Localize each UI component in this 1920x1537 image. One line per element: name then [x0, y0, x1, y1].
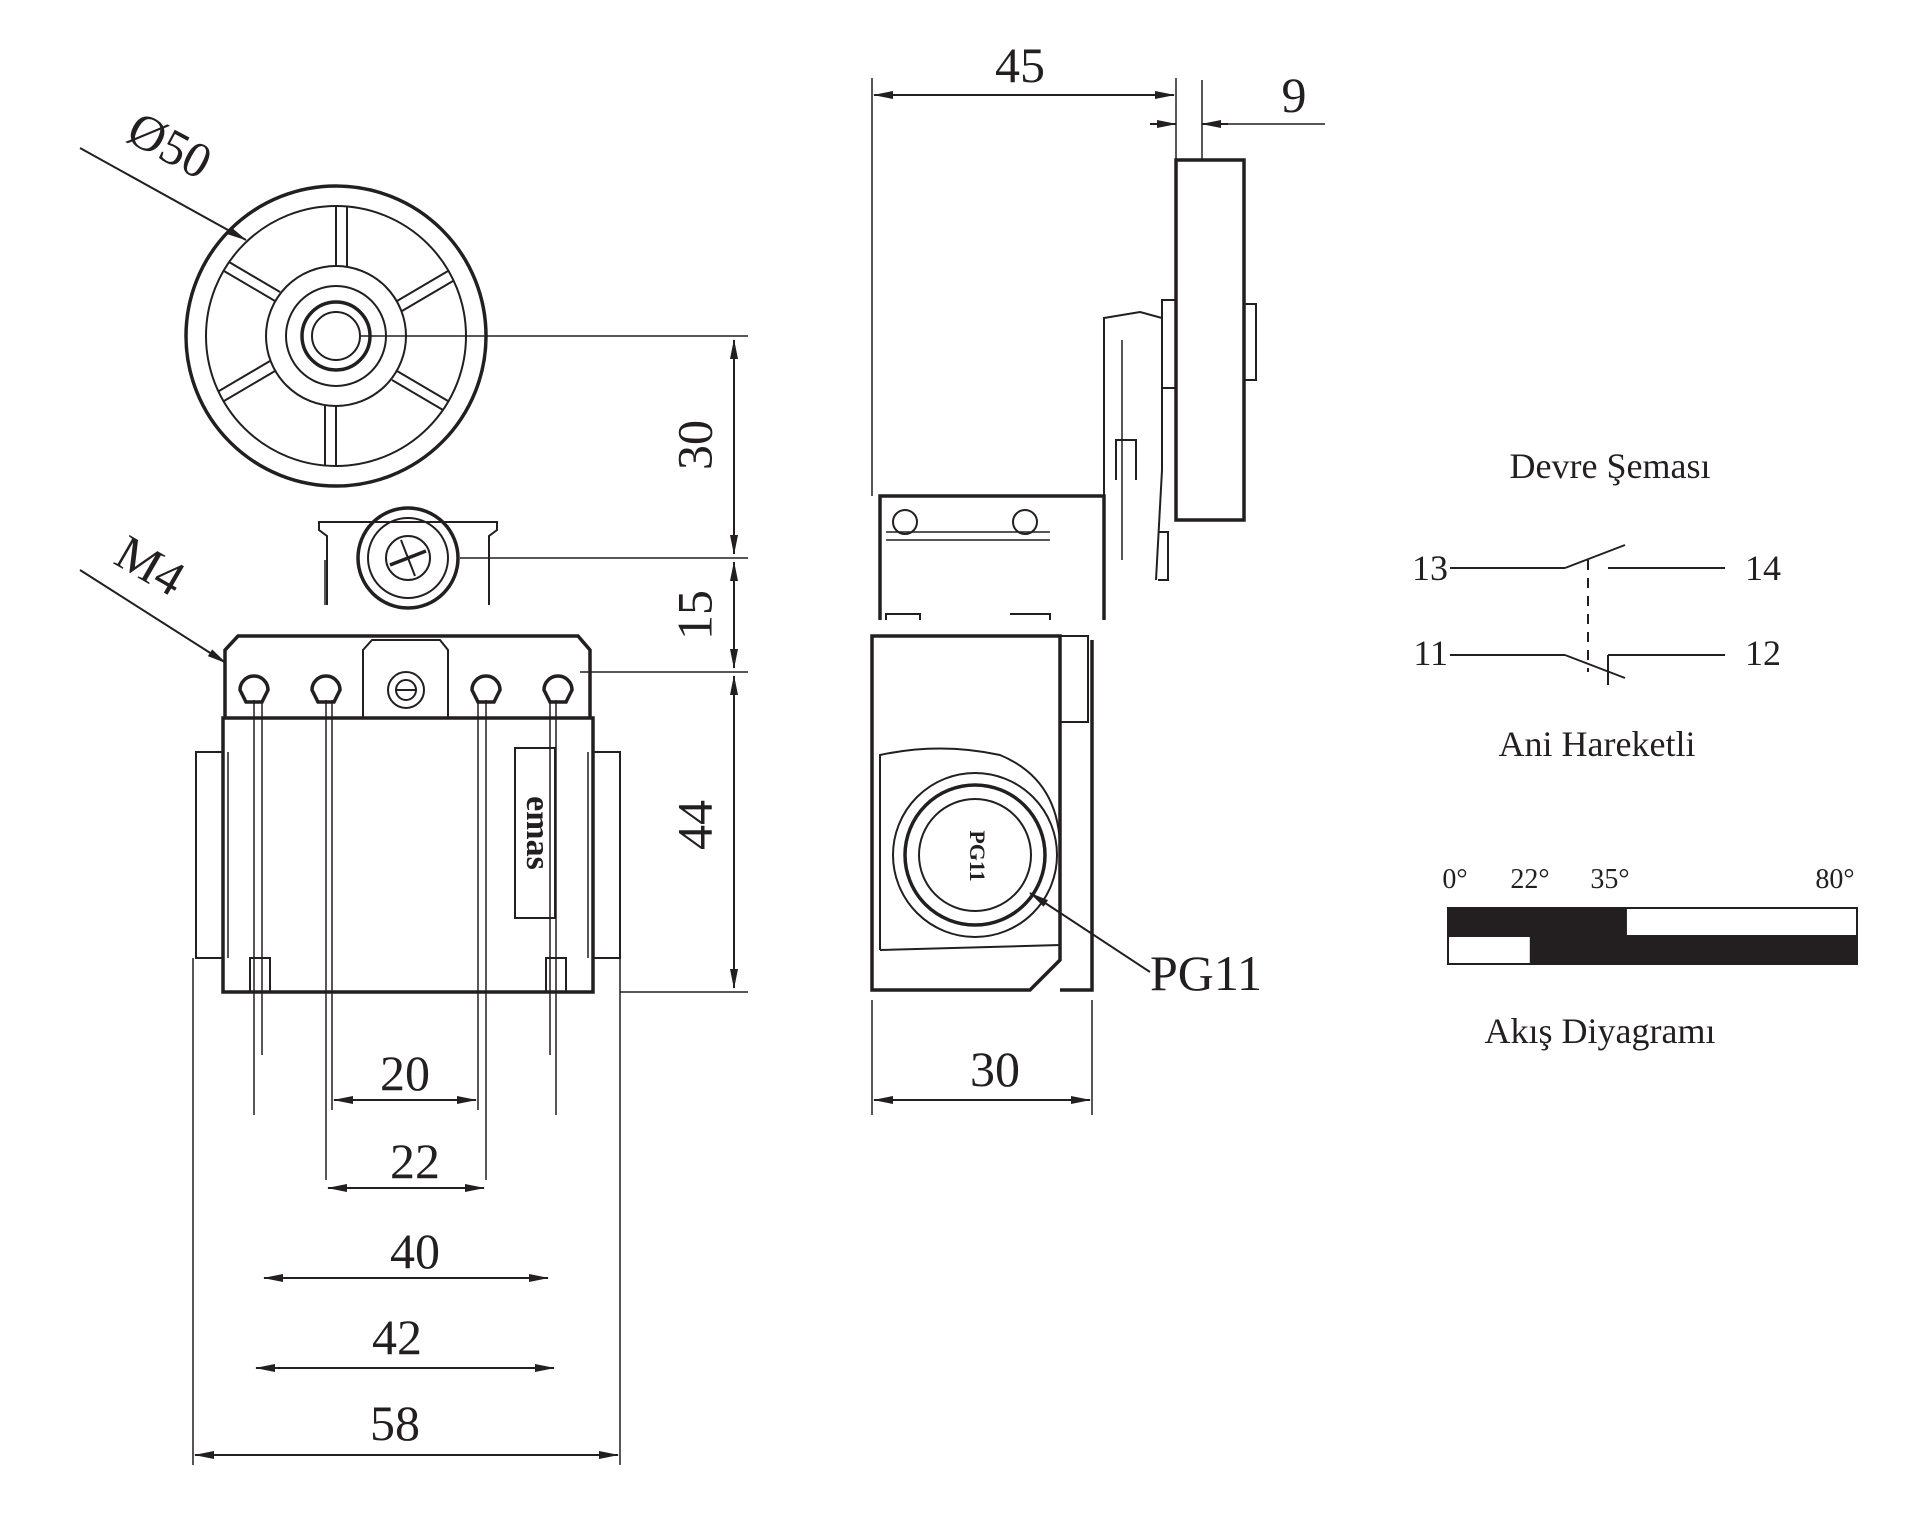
angle-label-2: 35° [1590, 864, 1629, 895]
terminal-13: 13 [1412, 548, 1448, 588]
angle-label-3: 80° [1815, 864, 1854, 895]
flow-title: Akış Diyagramı [1485, 1011, 1716, 1051]
dim-40: 40 [390, 1223, 440, 1279]
dim-45: 45 [995, 37, 1045, 93]
dim-42: 42 [372, 1309, 422, 1365]
flow-diagram: 0° 22° 35° 80° Akış Diyagramı [1442, 864, 1858, 1051]
front-view: emas 20 22 40 42 58 [79, 100, 748, 1465]
extension-lines [192, 700, 621, 1465]
angle-label-1: 22° [1510, 864, 1549, 895]
dim-20: 20 [380, 1045, 430, 1101]
dim-58: 58 [370, 1395, 420, 1451]
terminal-11: 11 [1413, 633, 1448, 673]
flow-bottom-bar-segment-0 [1529, 936, 1857, 964]
gland-text: PG11 [965, 830, 990, 881]
mounting-plate [223, 634, 592, 718]
vertical-extension-lines [360, 335, 748, 993]
circuit-title: Devre Şeması [1510, 446, 1711, 486]
flow-top-bar-segment-0 [1448, 908, 1627, 936]
body-side [870, 634, 1062, 992]
dim-22: 22 [390, 1133, 440, 1189]
terminal-12: 12 [1745, 633, 1781, 673]
lever-head [318, 506, 498, 610]
dim-30-vertical: 30 [666, 420, 722, 470]
lever-arm-side [1103, 310, 1163, 581]
roller-side [1174, 158, 1246, 522]
dim-15-vertical: 15 [666, 590, 722, 640]
side-view: PG11 PG11 45 9 30 [870, 37, 1325, 1115]
dim-44-vertical: 44 [666, 800, 722, 850]
terminal-14: 14 [1745, 548, 1781, 588]
cable-gland: PG11 [879, 747, 1061, 951]
dim-9: 9 [1282, 67, 1307, 123]
circuit-diagram: Devre Şeması 13 14 11 12 Ani Hareketli [1412, 446, 1781, 764]
angle-label-0: 0° [1442, 864, 1467, 895]
gland-label: PG11 [1150, 945, 1262, 1001]
diameter-label: Ø50 [119, 100, 221, 190]
circuit-subtitle: Ani Hareketli [1499, 724, 1696, 764]
dim-30-horizontal: 30 [970, 1041, 1020, 1097]
head-side [878, 494, 1106, 620]
contact-symbols [1450, 544, 1725, 685]
roller-wheel [184, 184, 488, 488]
